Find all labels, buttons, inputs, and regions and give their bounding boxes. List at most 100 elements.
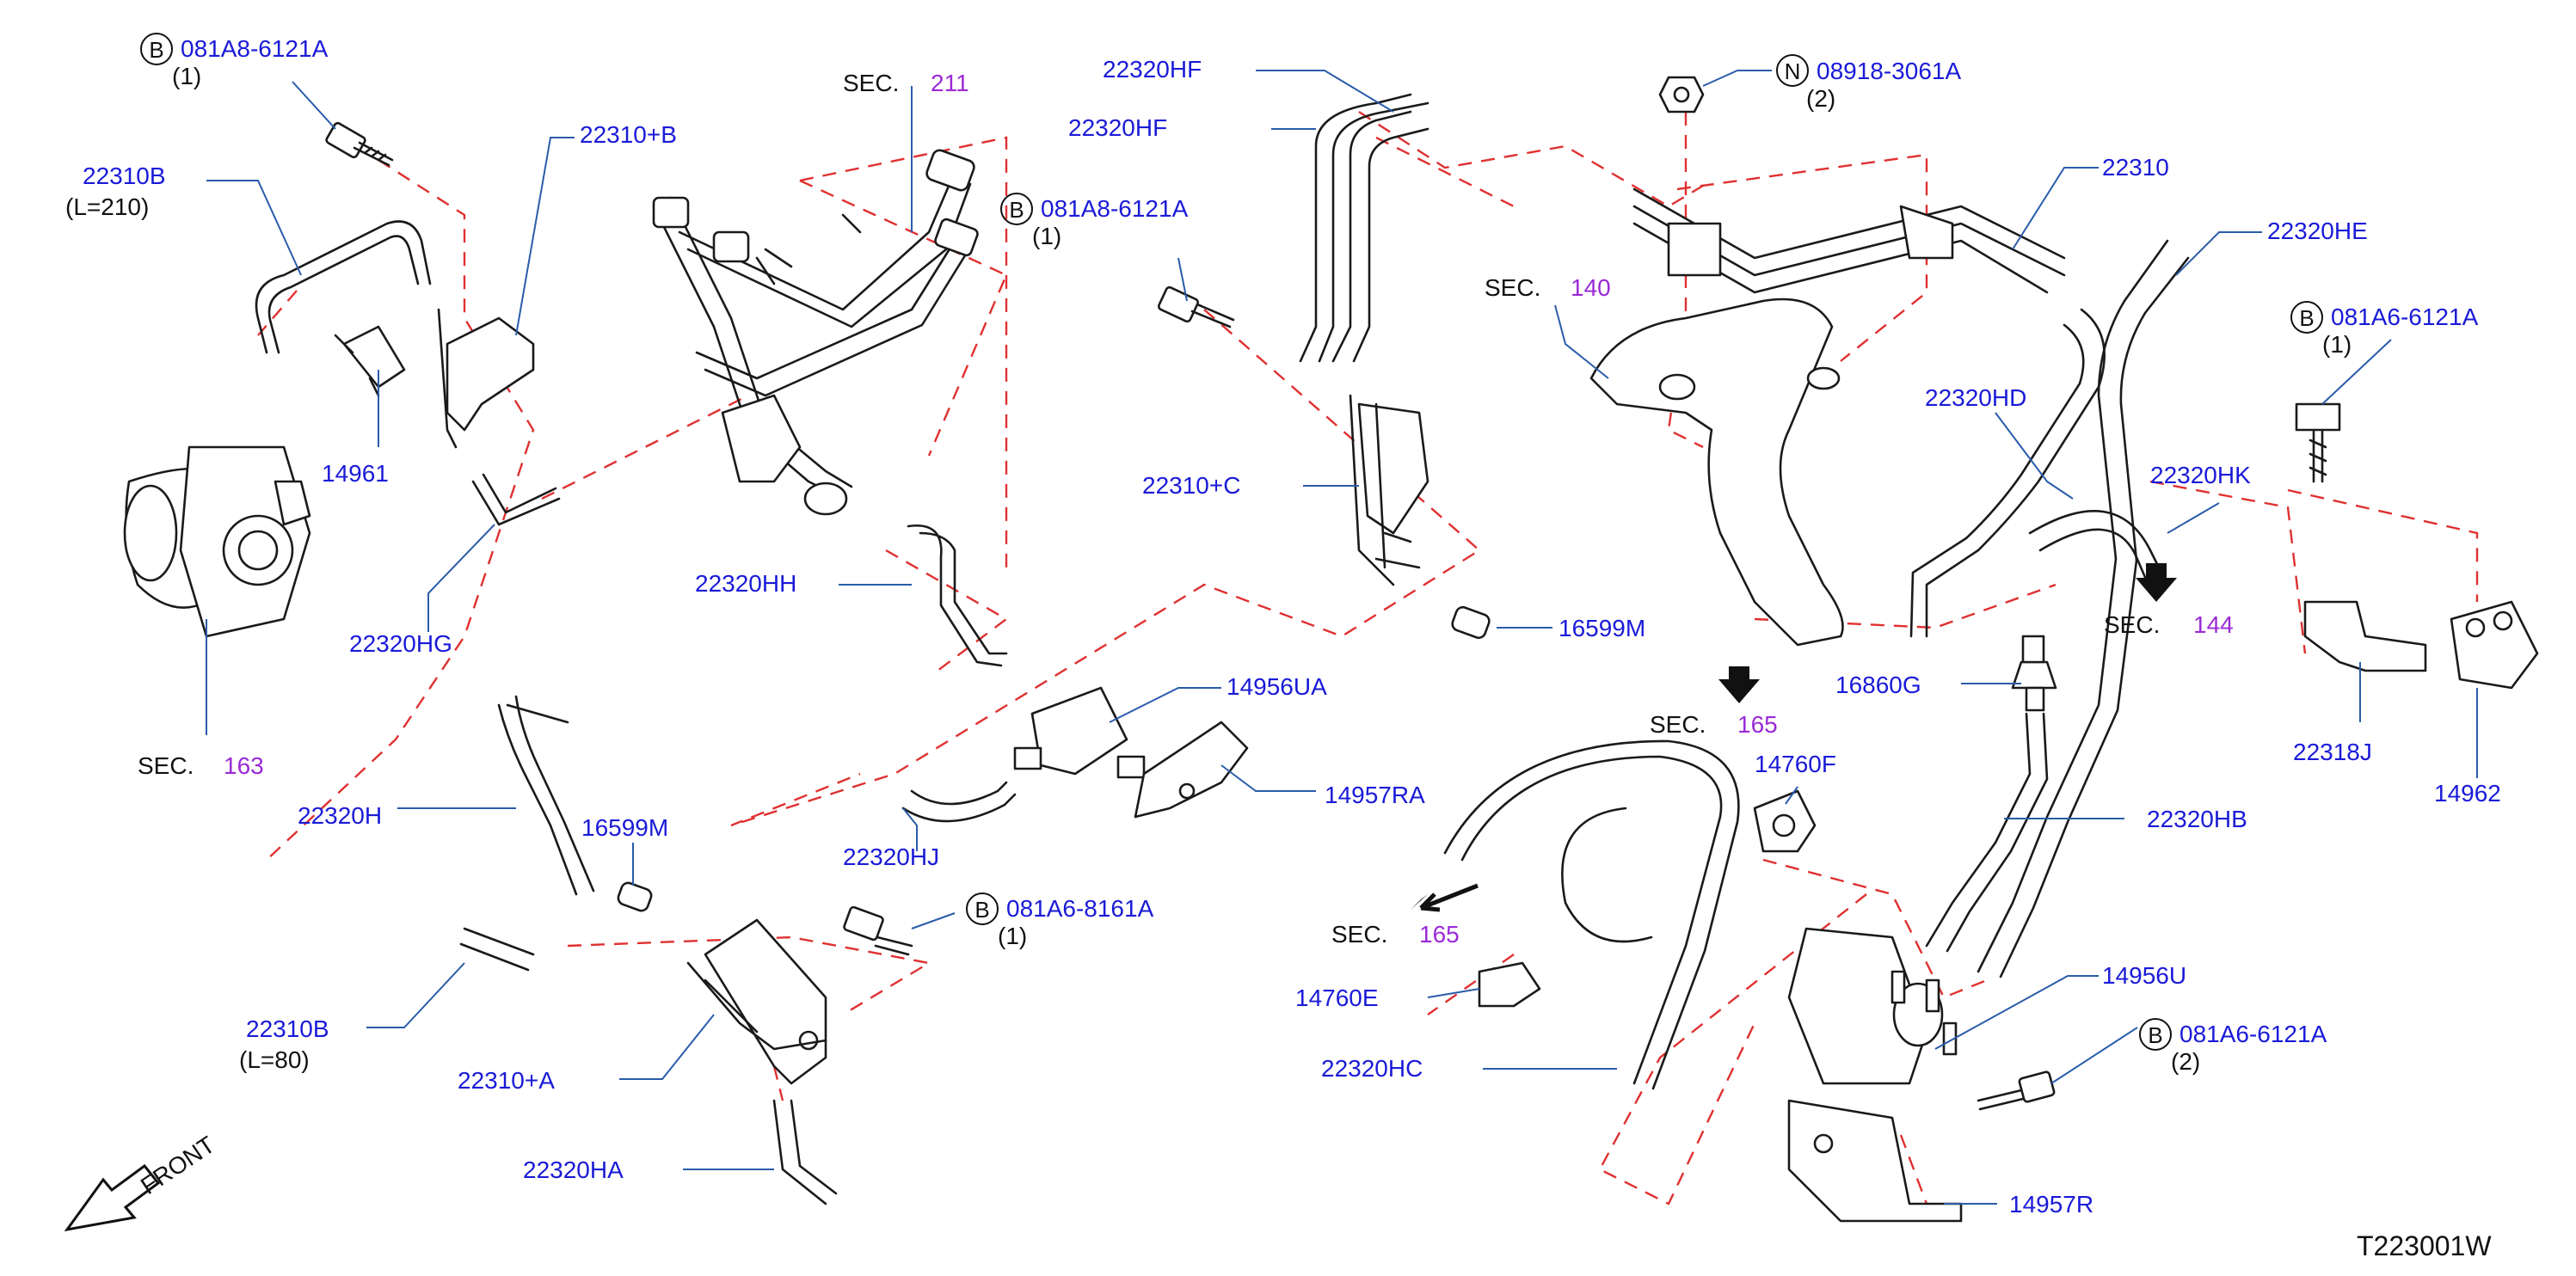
thermostat-housing-163	[123, 445, 311, 638]
valve-16860g	[2011, 635, 2057, 712]
label-22318j: 22318J	[2293, 739, 2372, 765]
label-081a6-6121a: 081A6-6121A	[2331, 304, 2479, 330]
label-22310: 22310	[2102, 154, 2169, 181]
bolt-marker-b	[2139, 1018, 2172, 1051]
label-16599m: 16599M	[1559, 615, 1645, 641]
label-14956u: 14956U	[2102, 962, 2186, 989]
label-22320hb: 22320HB	[2147, 806, 2247, 832]
nut-marker-n	[1776, 54, 1809, 87]
label-22310-a: 22310+A	[458, 1067, 555, 1094]
marker-b-2: B	[1009, 197, 1024, 223]
label-length: (L=80)	[239, 1046, 310, 1073]
cap-16599m-top	[1451, 605, 1491, 640]
label-sec-number: 211	[931, 70, 969, 96]
bracket-22318j	[2303, 600, 2427, 672]
hose-22320hg	[471, 473, 561, 526]
marker-b-3: B	[2299, 305, 2314, 331]
bolt-marker-b	[140, 33, 173, 65]
bolt-081a6-right	[2295, 402, 2341, 483]
label-16860g: 16860G	[1835, 672, 1921, 698]
label-16599m: 16599M	[581, 814, 668, 841]
bolt-081a8-mid	[1157, 285, 1235, 328]
hoses-22320hf	[1299, 93, 1429, 363]
label-22320hc: 22320HC	[1321, 1055, 1423, 1082]
label-081a8-6121a: 081A8-6121A	[181, 35, 329, 62]
label-sec-number: 165	[1419, 921, 1460, 948]
label-22320hf: 22320HF	[1068, 114, 1167, 141]
clip-14760e	[1478, 961, 1541, 1008]
hose-22320hb	[1925, 712, 2049, 953]
label-qty: (1)	[1032, 223, 1061, 249]
marker-b-1: B	[149, 37, 163, 63]
bolt-marker-b	[1000, 193, 1033, 225]
label-14961: 14961	[322, 460, 389, 487]
hose-22320hk	[2028, 509, 2169, 595]
bolt-marker-b	[2290, 301, 2323, 334]
label-22320hd: 22320HD	[1925, 384, 2026, 411]
label-14760f: 14760F	[1755, 751, 1836, 777]
label-22310b: 22310B	[83, 163, 166, 189]
label-length: (L=210)	[65, 193, 149, 220]
solenoid-14956u	[1787, 927, 1958, 1085]
cap-16599m-bottom	[617, 881, 653, 912]
clip-14760f	[1753, 789, 1817, 853]
hose-22310b-top	[255, 220, 432, 354]
label-qty: (2)	[2171, 1048, 2200, 1075]
water-pipe-sec-211	[652, 149, 979, 516]
label-sec: SEC.	[138, 752, 194, 779]
leader-lines	[206, 70, 2478, 1205]
label-22320he: 22320HE	[2267, 218, 2368, 244]
label-22320hk: 22320HK	[2150, 462, 2251, 488]
bracket-14957ra	[1134, 721, 1249, 819]
bracket-sec-140	[1589, 298, 1844, 647]
label-sec-number: 165	[1737, 711, 1778, 738]
bracket-22310b	[437, 308, 535, 449]
label-08918-3061a: 08918-3061A	[1817, 58, 1961, 84]
label-sec: SEC.	[843, 70, 899, 96]
label-22320hj: 22320HJ	[843, 844, 939, 870]
bolt-081a6-lower-right	[1977, 1070, 2056, 1111]
label-14962: 14962	[2434, 780, 2501, 807]
hose-22320hc	[1443, 739, 1740, 1090]
hose-22320he	[1977, 239, 2190, 978]
assembly-dashed-lines	[257, 110, 2479, 1205]
label-22310-c: 22310+C	[1142, 472, 1240, 499]
bracket-22310a	[686, 918, 827, 1085]
label-081a6-6121a: 081A6-6121A	[2179, 1021, 2327, 1047]
hose-22310b-bottom	[459, 927, 535, 972]
marker-b-5: B	[2148, 1022, 2162, 1048]
hose-22320hj	[901, 781, 1017, 823]
label-14760e: 14760E	[1295, 985, 1379, 1011]
label-22320hg: 22320HG	[349, 630, 452, 657]
label-sec-number: 163	[224, 752, 264, 779]
hose-22320h	[497, 695, 595, 896]
marker-b-4: B	[974, 897, 989, 923]
hose-22320hd	[1909, 308, 2106, 638]
label-sec: SEC.	[1650, 711, 1706, 738]
section-arrow-icon	[1411, 563, 2177, 912]
label-22320h: 22320H	[298, 802, 382, 829]
labels: B 081A8-6121A (1) 22310B (L=210) 22310+B…	[65, 33, 2501, 1261]
label-qty: (1)	[172, 63, 201, 89]
label-22320hh: 22320HH	[695, 570, 796, 597]
hose-22320hh	[907, 524, 1008, 667]
label-sec-number: 144	[2193, 611, 2234, 638]
clip-14961	[334, 325, 406, 397]
bolt-marker-b	[966, 893, 999, 925]
label-14957ra: 14957RA	[1325, 782, 1425, 808]
label-sec: SEC.	[1331, 921, 1387, 948]
label-22320ha: 22320HA	[523, 1156, 624, 1183]
label-14956ua: 14956UA	[1227, 673, 1327, 700]
bracket-14957r	[1787, 1099, 1963, 1223]
hose-22320ha	[772, 1099, 838, 1205]
label-sec: SEC.	[2104, 611, 2160, 638]
bolt-081a8-top-left	[325, 121, 394, 167]
marker-n: N	[1785, 58, 1801, 84]
label-sec: SEC.	[1485, 274, 1540, 301]
nut-08918	[1658, 76, 1705, 113]
bracket-22310c	[1349, 394, 1429, 586]
clip-14962	[2450, 600, 2539, 690]
label-14957r: 14957R	[2009, 1191, 2093, 1218]
label-qty: (2)	[1806, 85, 1835, 112]
